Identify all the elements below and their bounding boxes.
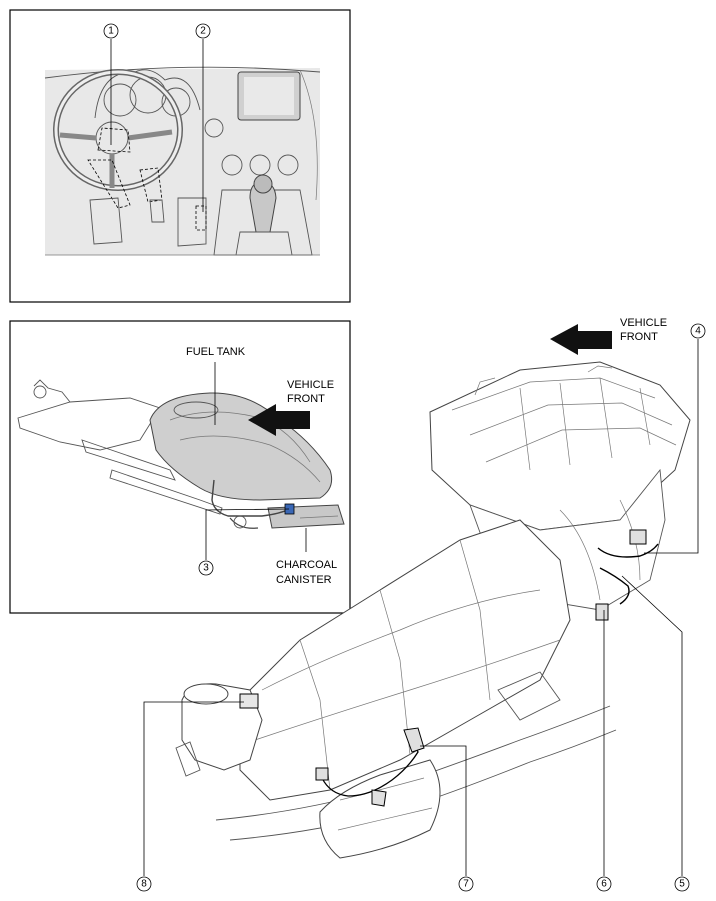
dashboard-illustration: [44, 66, 321, 256]
charcoal-canister-label: CHARCOAL: [276, 559, 337, 571]
callout-1: 1: [103, 23, 119, 145]
vehicle-front-arrow: [248, 404, 310, 436]
fuel-tank-panel: VEHICLE FRONT FUEL TANK 3 CHARCOAL CANIS…: [9, 320, 351, 614]
svg-text:5: 5: [679, 879, 685, 890]
engine-transmission-illustration: [175, 361, 691, 859]
charcoal-canister-label: CANISTER: [276, 574, 332, 586]
vehicle-front-label: FRONT: [620, 331, 658, 343]
vehicle-front-label: FRONT: [287, 393, 325, 405]
fuel-tank-label: FUEL TANK: [186, 346, 246, 358]
vehicle-front-label: VEHICLE: [287, 379, 334, 391]
vehicle-front-label: VEHICLE: [620, 317, 667, 329]
svg-text:1: 1: [108, 26, 114, 37]
callout-3: 3: [198, 508, 290, 576]
callout-5: 5: [621, 575, 690, 892]
svg-text:4: 4: [695, 326, 701, 337]
vehicle-front-arrow: [550, 324, 612, 355]
callout-2: 2: [195, 23, 211, 212]
callout-4: 4: [644, 323, 706, 554]
callout-6: 6: [596, 610, 612, 892]
svg-text:3: 3: [203, 563, 209, 574]
dashboard-panel: 1 2: [9, 9, 351, 303]
callout-7: 7: [420, 745, 474, 892]
svg-text:6: 6: [601, 879, 607, 890]
callout-8: 8: [136, 701, 244, 892]
fuel-tank-illustration: [17, 379, 345, 529]
svg-text:7: 7: [463, 879, 469, 890]
svg-text:8: 8: [141, 879, 147, 890]
svg-text:2: 2: [200, 26, 206, 37]
